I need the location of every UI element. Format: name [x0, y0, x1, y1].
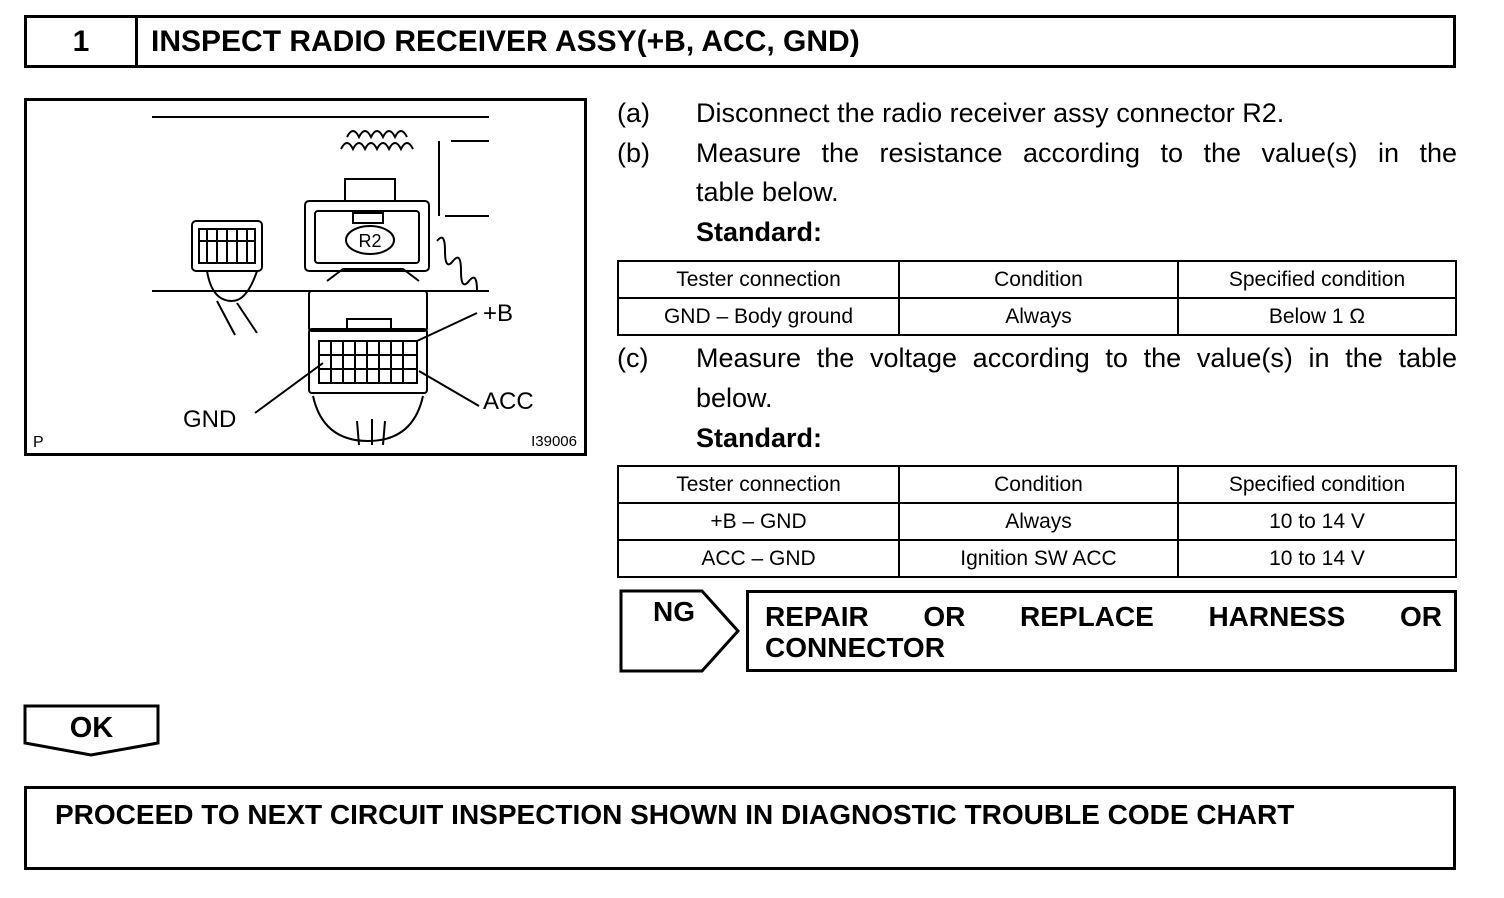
figure-id: I39006 — [531, 433, 577, 450]
ng-action-line2: CONNECTOR — [765, 632, 945, 663]
proceed-text: PROCEED TO NEXT CIRCUIT INSPECTION SHOWN… — [55, 799, 1295, 830]
table-header-cell: Condition — [898, 260, 1179, 299]
table-cell: Below 1 Ω — [1177, 297, 1457, 336]
table-header-cell: Tester connection — [617, 465, 900, 504]
ng-arrow — [619, 589, 741, 673]
ng-action-line1: REPAIR OR REPLACE HARNESS OR — [765, 601, 1442, 632]
step-b-line2: table below. — [696, 177, 839, 207]
radio-connector — [308, 268, 428, 446]
table-row: GND – Body ground Always Below 1 Ω — [617, 297, 1457, 336]
step-a-letter: (a) — [617, 98, 650, 128]
table-cell: 10 to 14 V — [1177, 539, 1457, 578]
proceed-box: PROCEED TO NEXT CIRCUIT INSPECTION SHOWN… — [24, 786, 1456, 870]
ng-action-box: REPAIR OR REPLACE HARNESS OR CONNECTOR — [746, 590, 1457, 672]
leader-gnd — [254, 362, 324, 414]
table-row: ACC – GND Ignition SW ACC 10 to 14 V — [617, 539, 1457, 578]
table-header-row: Tester connection Condition Specified co… — [617, 260, 1457, 299]
step-number: 1 — [27, 18, 138, 65]
voltage-table: Tester connection Condition Specified co… — [617, 465, 1457, 578]
ng-label: NG — [653, 596, 695, 627]
table-header-row: Tester connection Condition Specified co… — [617, 465, 1457, 504]
step-title: INSPECT RADIO RECEIVER ASSY(+B, ACC, GND… — [151, 25, 860, 58]
ok-label: OK — [69, 712, 114, 744]
step-header: 1 INSPECT RADIO RECEIVER ASSY(+B, ACC, G… — [24, 15, 1456, 68]
step-b-letter: (b) — [617, 138, 650, 168]
gnd-label: GND — [183, 406, 236, 433]
table-cell: 10 to 14 V — [1177, 502, 1457, 541]
ng-word: OR — [923, 601, 966, 632]
table-cell: Ignition SW ACC — [898, 539, 1179, 578]
table-header-cell: Specified condition — [1177, 465, 1457, 504]
connector-diagram: R2 +B ACC GND P I39006 — [33, 116, 577, 451]
step-c-line1: Measure the voltage according to the val… — [696, 343, 1457, 373]
small-connector — [191, 220, 263, 336]
step-c-line2: below. — [696, 383, 773, 413]
table-header-cell: Specified condition — [1177, 260, 1457, 299]
connector-illustration: R2 +B ACC GND P I39006 — [24, 98, 587, 456]
table-cell: Always — [898, 502, 1179, 541]
table-cell: Always — [898, 297, 1179, 336]
table-cell: GND – Body ground — [617, 297, 900, 336]
step-a-text: Disconnect the radio receiver assy conne… — [696, 98, 1285, 128]
table-header-cell: Tester connection — [617, 260, 900, 299]
ng-word: HARNESS — [1208, 601, 1346, 632]
corner-code: P — [33, 434, 44, 451]
acc-label: ACC — [483, 388, 534, 415]
table-row: +B – GND Always 10 to 14 V — [617, 502, 1457, 541]
ng-word: REPLACE — [1020, 601, 1154, 632]
step-c-letter: (c) — [617, 343, 649, 373]
leader-b — [416, 312, 478, 342]
table-cell: +B – GND — [617, 502, 900, 541]
r2-label: R2 — [358, 231, 381, 251]
ok-arrow — [23, 704, 160, 757]
standard-label-resistance: Standard: — [696, 217, 823, 247]
ng-word: OR — [1400, 601, 1442, 632]
table-cell: ACC – GND — [617, 539, 900, 578]
standard-label-voltage: Standard: — [696, 423, 823, 453]
ng-word: REPAIR — [765, 601, 869, 632]
vehicle-connector-r2 — [304, 178, 430, 272]
resistance-table: Tester connection Condition Specified co… — [617, 260, 1457, 336]
plus-b-label: +B — [483, 300, 513, 327]
table-header-cell: Condition — [898, 465, 1179, 504]
coil-pattern — [340, 130, 478, 292]
step-b-line1: Measure the resistance according to the … — [696, 138, 1457, 168]
leader-acc — [418, 370, 480, 407]
